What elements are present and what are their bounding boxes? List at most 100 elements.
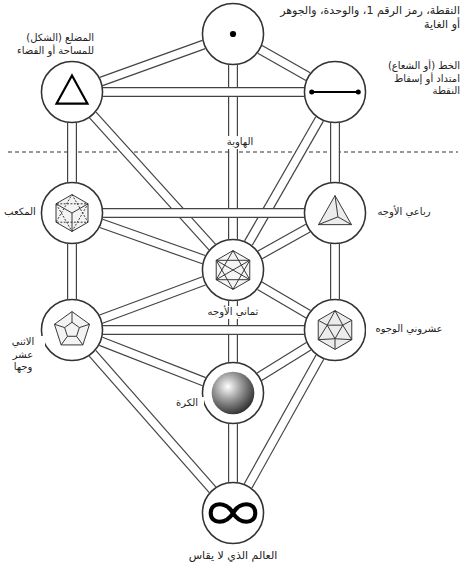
circle-outline — [303, 298, 367, 362]
band-stroke — [103, 209, 304, 217]
band-stroke — [259, 346, 308, 376]
shape-caption: رباعي الأوجه — [369, 206, 439, 219]
solid-line — [319, 196, 352, 225]
solid-line — [327, 311, 335, 326]
ray-symbol — [309, 89, 361, 94]
path-band — [72, 123, 73, 182]
solid-line — [54, 324, 64, 327]
path-band — [260, 228, 308, 255]
band-stroke — [103, 325, 304, 335]
solid-line — [56, 204, 88, 232]
sephira-circle: المكعب — [40, 181, 104, 245]
sephira-circle: العالم الذي لا يقاس — [201, 481, 265, 545]
path-band — [335, 244, 336, 299]
path-band — [103, 213, 304, 214]
band-stroke — [260, 228, 308, 255]
shape-caption: المكعب — [2, 206, 38, 219]
band-stroke — [259, 346, 308, 376]
band-stroke — [67, 123, 77, 182]
solid-line — [216, 260, 250, 279]
abyss-label: الهاوية — [214, 136, 266, 149]
path-band — [233, 424, 234, 482]
shape-caption: الكرة — [170, 397, 204, 410]
solid-line — [318, 311, 352, 350]
sephira-circle: رباعي الأوجه — [303, 181, 367, 245]
band-stroke — [67, 244, 77, 299]
band-stroke — [68, 244, 76, 299]
circle-outline — [303, 60, 367, 124]
triangle-symbol — [56, 76, 87, 104]
sphere-symbol — [212, 372, 255, 415]
band-stroke — [331, 244, 339, 299]
circle-outline — [40, 60, 104, 124]
sephira-circle: المضلع (الشكل) للمساحة أو الفضاء — [40, 60, 104, 124]
path-band — [103, 330, 304, 331]
icosahedron-symbol — [318, 311, 352, 350]
band-stroke — [330, 123, 340, 182]
solid-line — [54, 312, 89, 345]
path-band — [260, 49, 308, 76]
path-band — [72, 244, 73, 299]
circle-outline — [40, 181, 104, 245]
circle-border — [41, 299, 102, 360]
solid-line — [56, 195, 88, 223]
dodecahedron-symbol — [54, 312, 89, 345]
circle-border — [41, 61, 102, 122]
solid-line — [61, 336, 67, 345]
path-band — [259, 346, 308, 376]
band-stroke — [330, 244, 340, 299]
solid-line — [216, 251, 250, 280]
solid-line — [343, 320, 352, 325]
band-stroke — [103, 88, 304, 96]
circle-border — [202, 239, 263, 300]
solid-line — [216, 260, 250, 289]
solid-line — [319, 217, 338, 225]
path-band — [101, 45, 204, 82]
solid-line — [216, 251, 250, 290]
shape-caption: الخط (أو الشعاع) امتداد أو إسقاط النقطة — [370, 60, 462, 98]
path-band — [101, 223, 204, 259]
band-stroke — [101, 45, 204, 82]
octahedron-symbol — [216, 251, 250, 290]
solid-line — [72, 312, 73, 323]
solid-line — [335, 196, 338, 217]
circle-outline — [201, 2, 265, 66]
cube-symbol — [56, 195, 88, 232]
band-stroke — [260, 228, 308, 255]
band-stroke — [260, 49, 308, 76]
band-stroke — [68, 123, 76, 182]
band-stroke — [103, 208, 304, 218]
band-stroke — [228, 424, 238, 482]
shape-caption: عشروني الوجوه — [366, 323, 452, 336]
circle-outline — [201, 361, 265, 425]
solid-line — [77, 336, 83, 345]
shape-caption: ثماني الأوجه — [183, 306, 283, 319]
band-stroke — [101, 223, 204, 259]
band-stroke — [92, 353, 212, 489]
circle-border — [41, 182, 102, 243]
solid-line — [335, 311, 343, 326]
circle-border — [202, 362, 263, 423]
band-stroke — [103, 326, 304, 334]
path-band — [92, 353, 212, 489]
circle-border — [202, 3, 263, 64]
solid-line — [216, 260, 250, 279]
band-stroke — [92, 353, 212, 489]
circle-outline — [201, 238, 265, 302]
solid-line — [327, 325, 343, 339]
solid-line — [343, 325, 352, 340]
circle-outline — [40, 298, 104, 362]
circle-border — [304, 182, 365, 243]
solid-line — [56, 195, 88, 232]
sephira-circle: الخط (أو الشعاع) امتداد أو إسقاط النقطة — [303, 60, 367, 124]
shape-caption: النقطة، رمز الرقم 1، والوحدة، والجوهر أو… — [270, 4, 462, 32]
circle-border — [304, 61, 365, 122]
solid-line — [318, 338, 335, 340]
solid-line — [338, 217, 352, 225]
band-stroke — [229, 424, 237, 482]
path-band — [103, 92, 304, 93]
sephira-circle: النقطة، رمز الرقم 1، والوحدة، والجوهر أو… — [201, 2, 265, 66]
sephira-circle: عشروني الوجوه — [303, 298, 367, 362]
sephira-circle: الاثني عشر وجها — [40, 298, 104, 362]
point-dot — [230, 31, 236, 37]
